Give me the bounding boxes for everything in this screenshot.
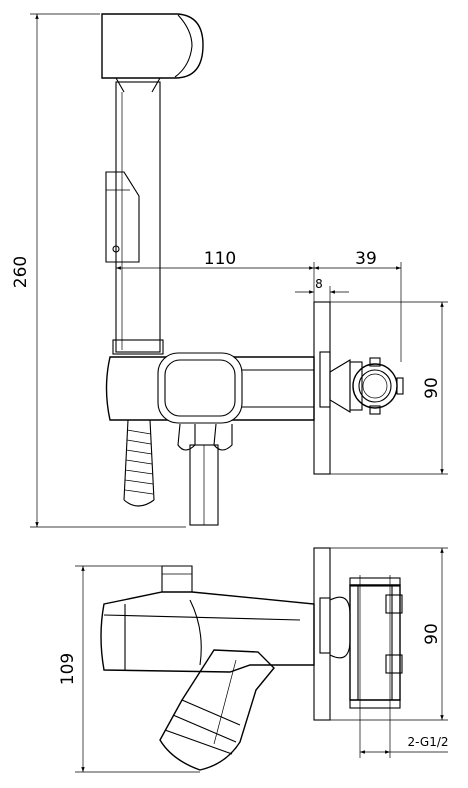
top-cap: [161, 565, 193, 593]
dim-90-front-label: 90: [422, 377, 442, 399]
dim-90-side-label: 90: [422, 623, 442, 645]
trigger-lever: [105, 171, 140, 263]
dim-260-label: 260: [11, 256, 31, 288]
valve-outlet: [177, 423, 233, 526]
connector-nut: [329, 357, 404, 415]
wall-plate: [313, 301, 331, 475]
side-dimensions: [75, 547, 448, 773]
dim-110-label: 110: [204, 249, 236, 269]
dim-8-label: 8: [315, 277, 323, 291]
holder-body: [105, 352, 315, 424]
shower-head: [101, 13, 204, 353]
side-view: [100, 547, 403, 771]
side-wall-plate: [313, 547, 331, 721]
shower-hose: [123, 419, 155, 507]
dim-39-label: 39: [355, 249, 377, 269]
front-view: [101, 13, 404, 526]
side-coupling: [329, 575, 403, 712]
handle-collar: [112, 339, 164, 355]
angled-outlet: [159, 649, 275, 771]
front-dimensions: [30, 13, 448, 528]
thread-spec-label: 2-G1/2: [407, 735, 448, 749]
dim-109-label: 109: [58, 653, 78, 685]
